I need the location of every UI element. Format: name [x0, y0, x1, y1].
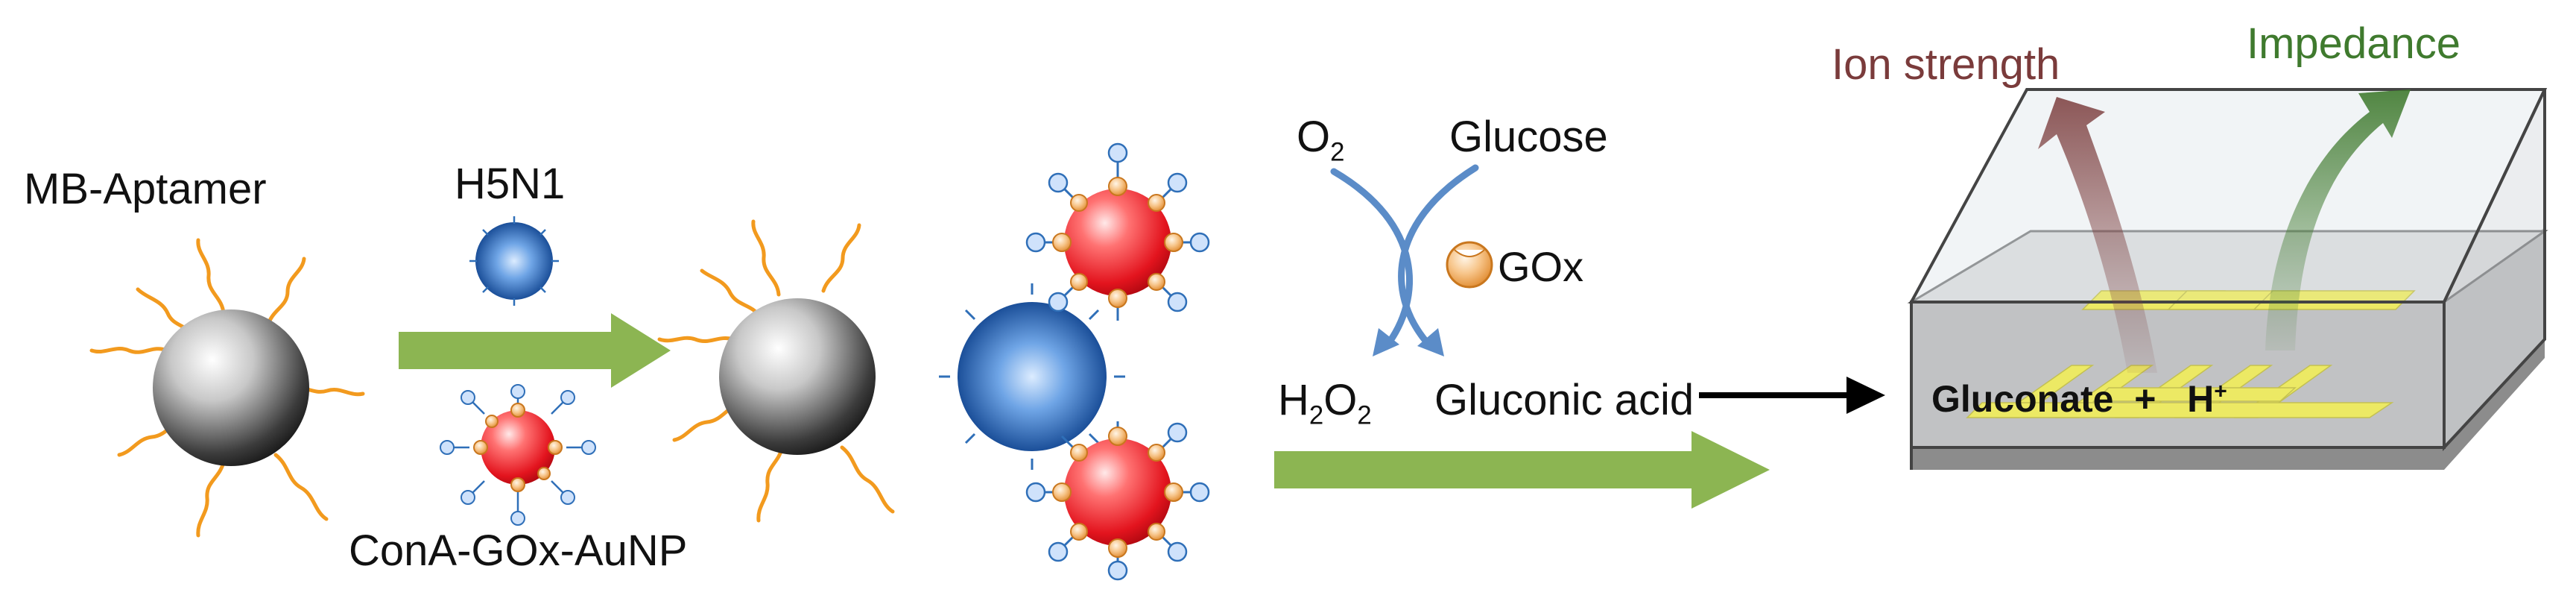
ion-strength-label: Ion strength: [1832, 40, 2060, 89]
impedance-label: Impedance: [2247, 19, 2461, 68]
magnetic-bead-complex: [719, 298, 876, 455]
reaction-arrows: [1330, 164, 1479, 350]
gluconic-acid-label: Gluconic acid: [1434, 376, 1694, 424]
magnetic-bead: [153, 309, 309, 466]
mb-aptamer-group: [89, 238, 365, 538]
h5n1-virus: [469, 216, 559, 306]
impedance-arrow: [2265, 89, 2411, 350]
mb-aptamer-label: MB-Aptamer: [24, 165, 267, 213]
sandwich-complex: [657, 142, 1210, 581]
sensor-chip: [1907, 88, 2548, 470]
aunp-lower: [1025, 421, 1210, 581]
process-arrow-2: [1274, 431, 1770, 509]
virus-complex: [939, 283, 1125, 470]
process-arrow-1: [399, 313, 671, 388]
ion-strength-arrow: [2038, 97, 2157, 373]
cona-gox-aunp-label: ConA-GOx-AuNP: [349, 526, 688, 575]
o2-label: O2: [1297, 113, 1345, 167]
gox-enzyme-icon: [1446, 241, 1493, 289]
h5n1-label: H5N1: [455, 160, 566, 208]
reaction-output-arrow: [1699, 377, 1885, 414]
cona-gox-aunp-small: [440, 384, 596, 526]
gluconate-label: Gluconate + H+: [1931, 378, 2227, 420]
aunp-upper: [1025, 142, 1210, 321]
gox-label: GOx: [1498, 243, 1584, 290]
interdigitated-electrode: [1966, 290, 2416, 418]
h2o2-label: H2O2: [1278, 376, 1372, 430]
glucose-label: Glucose: [1449, 113, 1608, 161]
reaction-arrowheads: [1373, 328, 1444, 356]
